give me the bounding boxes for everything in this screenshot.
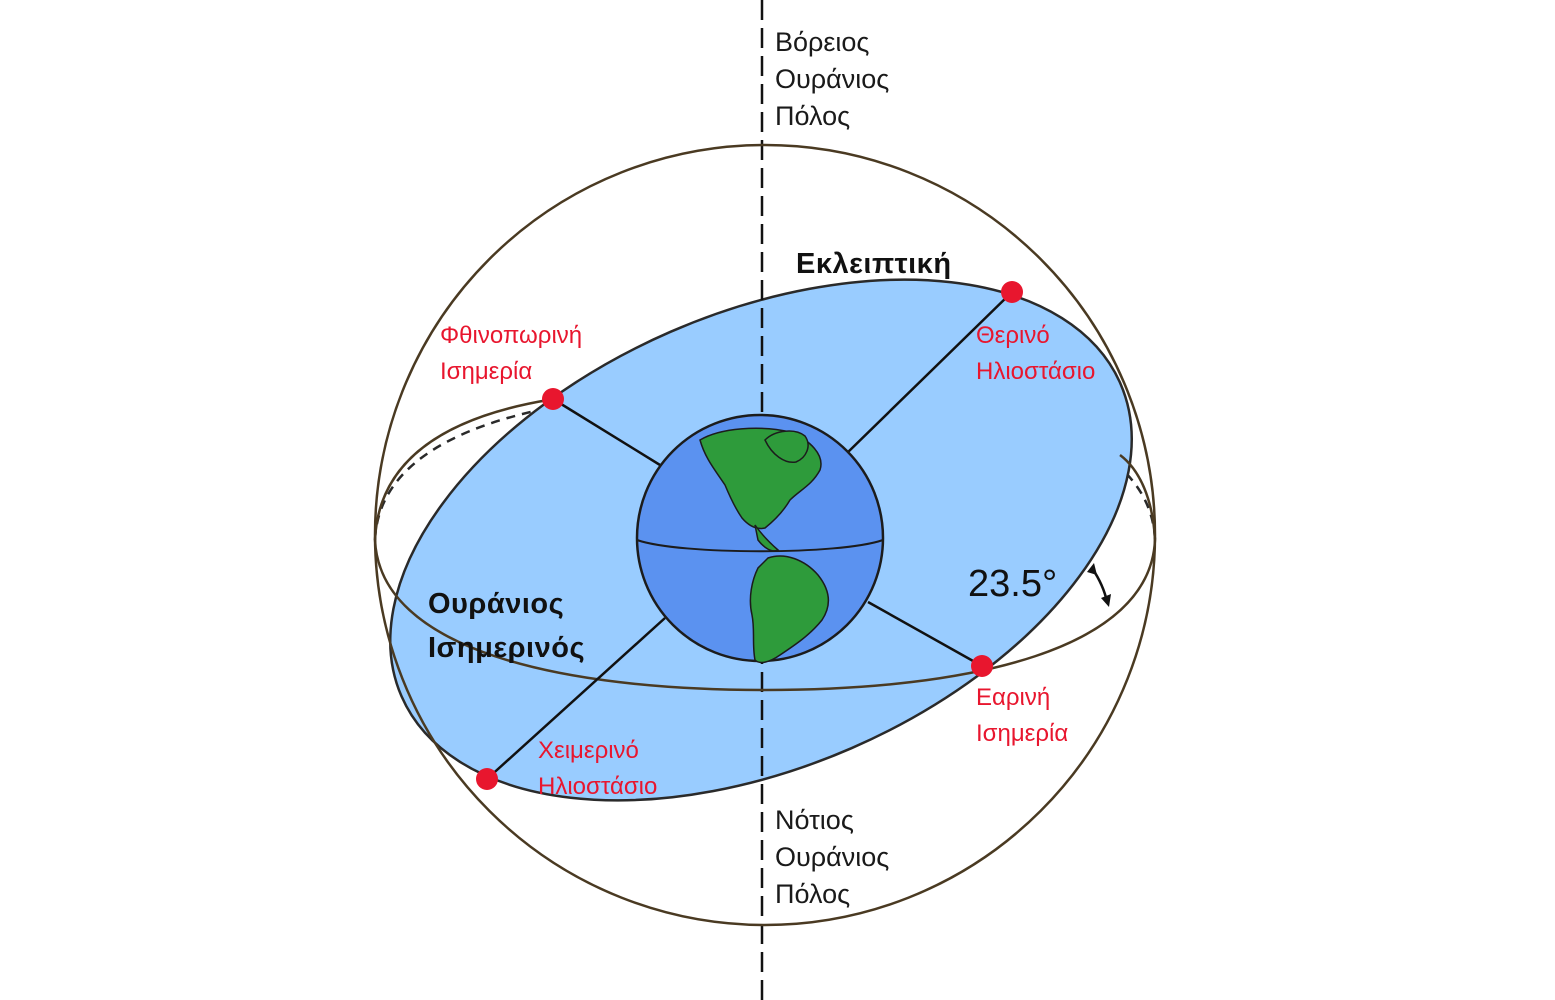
summer-solstice-marker [1001, 281, 1023, 303]
celestial-equator-label: Ουράνιος Ισημερινός [428, 582, 585, 670]
ecliptic-label: Εκλειπτική [796, 248, 952, 280]
vernal-equinox-label: Εαρινή Ισημερία [976, 680, 1068, 752]
north-pole-line-1: Βόρειος [775, 27, 870, 57]
greenland-land [764, 430, 809, 463]
vernal-equinox-line-2: Ισημερία [976, 720, 1069, 747]
autumnal-equinox-line-2: Ισημερία [440, 358, 533, 385]
line-to-winter-solstice [486, 617, 666, 780]
earth-equator-line [636, 539, 884, 553]
celestial-equator-left-arc [373, 398, 549, 541]
axial-tilt-label: 23.5° [968, 563, 1058, 605]
celestial-equator-front [373, 539, 1157, 692]
celestial-equator-right-arc [1119, 454, 1157, 541]
autumnal-equinox-label: Φθινοπωρινή Ισημερία [440, 318, 582, 390]
north-pole-line-3: Πόλος [775, 101, 851, 131]
line-to-vernal-equinox [867, 600, 983, 668]
central-america-land [754, 524, 780, 552]
vernal-equinox-line-1: Εαρινή [976, 684, 1051, 711]
south-pole-line-1: Νότιος [775, 805, 854, 835]
north-celestial-pole-label: Βόρειος Ουράνιος Πόλος [775, 24, 889, 135]
south-america-land [749, 555, 830, 664]
winter-solstice-line-1: Χειμερινό [538, 737, 639, 764]
earth-globe [635, 413, 885, 664]
celestial-equator-line-2: Ισημερινός [428, 632, 586, 664]
celestial-equator-line-1: Ουράνιος [428, 588, 565, 620]
line-to-autumnal-equinox [552, 397, 661, 467]
winter-solstice-line-2: Ηλιοστάσιο [538, 773, 658, 800]
south-pole-line-3: Πόλος [775, 879, 851, 909]
line-to-summer-solstice [844, 291, 1013, 456]
autumnal-equinox-marker [542, 388, 564, 410]
summer-solstice-line-2: Ηλιοστάσιο [976, 358, 1096, 385]
autumnal-equinox-line-1: Φθινοπωρινή [440, 322, 583, 349]
south-pole-line-2: Ουράνιος [775, 842, 890, 872]
summer-solstice-label: Θερινό Ηλιοστάσιο [976, 318, 1095, 390]
south-celestial-pole-label: Νότιος Ουράνιος Πόλος [775, 802, 889, 913]
summer-solstice-line-1: Θερινό [976, 322, 1050, 349]
tilt-angle-arrow [1087, 563, 1111, 607]
north-pole-line-2: Ουράνιος [775, 64, 890, 94]
vernal-equinox-marker [971, 655, 993, 677]
winter-solstice-marker [476, 768, 498, 790]
winter-solstice-label: Χειμερινό Ηλιοστάσιο [538, 733, 657, 805]
